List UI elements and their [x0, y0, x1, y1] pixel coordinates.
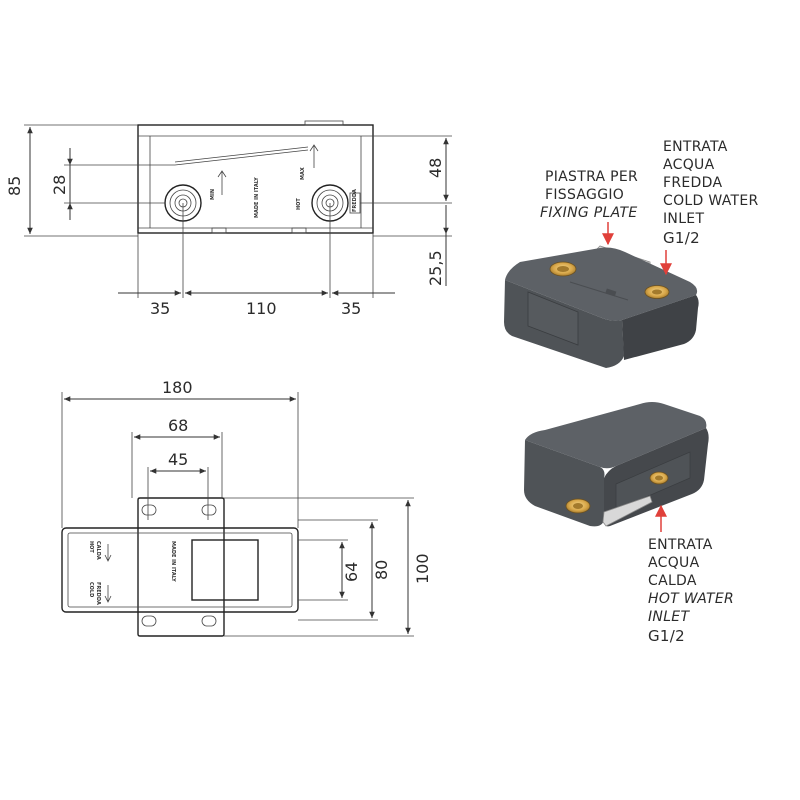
iso1-right-face	[622, 295, 699, 360]
dim-110: 110	[246, 299, 277, 318]
top-stamp-cold: COLD	[88, 582, 94, 597]
cold-inlet-line5: INLET	[663, 211, 704, 227]
dim-45: 45	[168, 450, 188, 469]
hot-inlet-line2: ACQUA	[648, 555, 700, 571]
iso-view-cold	[504, 245, 699, 368]
dim-35-left: 35	[150, 299, 170, 318]
front-arrow-up-icon-2	[309, 144, 319, 168]
hot-inlet-line1: ENTRATA	[648, 537, 713, 553]
cold-inlet-line2: ACQUA	[663, 157, 715, 173]
dim-68: 68	[168, 416, 188, 435]
top-body	[61, 527, 299, 613]
cold-inlet-line6: G1/2	[663, 229, 700, 247]
front-stamp-min: MIN	[210, 189, 216, 200]
cold-inlet-line1: ENTRATA	[663, 139, 728, 155]
hot-inlet-line5: INLET	[648, 609, 690, 625]
hot-inlet-line4: HOT WATER	[648, 591, 734, 607]
top-slot-tl	[141, 504, 157, 516]
top-stamp-hot: HOT	[88, 541, 94, 553]
front-stamp-made-in-italy: MADE IN ITALY	[254, 177, 260, 218]
front-arrow-up-icon	[217, 170, 227, 195]
cold-inlet-line3: FREDDA	[663, 175, 722, 191]
top-stamp-made-in-italy: MADE IN ITALY	[170, 541, 176, 582]
front-bottom-tab-left	[211, 227, 227, 234]
dim-25-5: 25,5	[426, 250, 445, 286]
hot-inlet-line6: G1/2	[648, 627, 685, 645]
cold-inlet-line4: COLD WATER	[663, 193, 759, 209]
dim-64: 64	[342, 562, 361, 582]
front-stamp-fredda: FREDDA	[352, 189, 358, 212]
top-window	[191, 539, 259, 601]
top-arrow-icon-2	[104, 585, 112, 603]
dim-28: 28	[50, 175, 69, 195]
front-groove-2	[174, 146, 309, 163]
top-fixing-plate	[137, 497, 225, 637]
dim-100: 100	[413, 553, 432, 584]
callout-cold-inlet: ENTRATA ACQUA FREDDA COLD WATER INLET G1…	[663, 139, 759, 247]
top-slot-tr	[201, 504, 217, 516]
dim-80: 80	[372, 560, 391, 580]
dim-35-right: 35	[341, 299, 361, 318]
front-view: MIN MADE IN ITALY MAX HOT FREDDA 85 28 4…	[5, 120, 452, 318]
fixing-plate-line1: PIASTRA PER	[545, 169, 638, 185]
dim-85: 85	[5, 176, 24, 196]
top-body-inner	[67, 532, 293, 608]
top-stamp-fredda: FREDDA	[95, 582, 101, 605]
fixing-plate-line2: FISSAGGIO	[545, 187, 624, 203]
dim-48: 48	[426, 158, 445, 178]
front-bottom-tab-right	[291, 227, 307, 234]
top-arrow-icon-1	[104, 544, 112, 562]
callout-fixing-plate: PIASTRA PER FISSAGGIO FIXING PLATE	[540, 169, 638, 221]
iso1-front-recess	[527, 291, 579, 346]
iso-view-hot	[524, 402, 709, 527]
dim-180: 180	[162, 378, 193, 397]
hot-inlet-line3: CALDA	[648, 573, 697, 589]
front-groove	[174, 149, 309, 166]
front-stamp-max: MAX	[300, 167, 306, 180]
fixing-plate-line3: FIXING PLATE	[540, 205, 637, 221]
top-stamp-calda: CALDA	[95, 541, 101, 560]
front-top-tab	[304, 120, 344, 126]
callout-hot-inlet: ENTRATA ACQUA CALDA HOT WATER INLET G1/2	[648, 537, 734, 645]
top-view: MADE IN ITALY CALDA HOT FREDDA COLD 180 …	[61, 378, 432, 637]
top-slot-br	[201, 615, 217, 627]
front-stamp-hot: HOT	[296, 198, 302, 210]
front-body	[137, 124, 374, 234]
iso2-top-face	[525, 402, 707, 469]
top-slot-bl	[141, 615, 157, 627]
iso2-fixing-plate	[602, 495, 653, 527]
